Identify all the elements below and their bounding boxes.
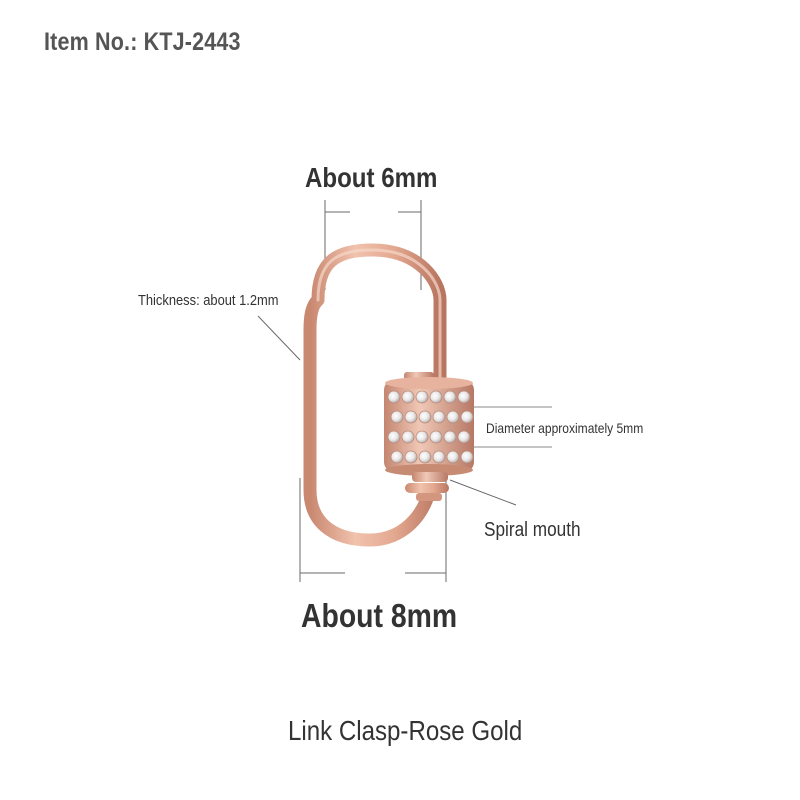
length-label: About 8mm <box>301 597 458 634</box>
gem-stone <box>432 410 446 424</box>
gem-stone <box>432 450 446 464</box>
gem-stone <box>457 390 471 404</box>
gem-stone <box>418 410 432 424</box>
gem-stone <box>460 450 474 464</box>
gem-stone <box>401 390 415 404</box>
gem-stone <box>390 450 404 464</box>
gem-stone <box>429 390 443 404</box>
item-number: Item No.: KTJ-2443 <box>44 28 241 56</box>
gem-stone <box>415 430 429 444</box>
spiral-pointer <box>449 479 517 506</box>
thickness-pointer <box>257 315 301 361</box>
gem-stone <box>460 410 474 424</box>
gem-stone <box>457 430 471 444</box>
gem-stone <box>387 390 401 404</box>
gem-stone <box>387 430 401 444</box>
gem-stone <box>404 450 418 464</box>
gem-stone <box>446 410 460 424</box>
product-caption: Link Clasp-Rose Gold <box>288 715 523 746</box>
thickness-label: Thickness: about 1.2mm <box>138 292 279 309</box>
gem-stone <box>443 390 457 404</box>
gem-stone <box>446 450 460 464</box>
gem-stone <box>401 430 415 444</box>
width-label: About 6mm <box>305 162 438 193</box>
gem-stone <box>404 410 418 424</box>
oval-link <box>303 243 447 547</box>
length-dimension-lines <box>299 478 447 582</box>
gem-stone <box>418 450 432 464</box>
diameter-label: Diameter approximately 5mm <box>486 420 644 436</box>
gem-stone <box>443 430 457 444</box>
diameter-dimension-lines <box>470 406 552 448</box>
pave-barrel <box>384 372 474 501</box>
spiral-mouth-label: Spiral mouth <box>484 519 581 541</box>
gem-stone <box>390 410 404 424</box>
gem-stone <box>429 430 443 444</box>
gem-stone <box>415 390 429 404</box>
gem-grid <box>387 390 474 464</box>
